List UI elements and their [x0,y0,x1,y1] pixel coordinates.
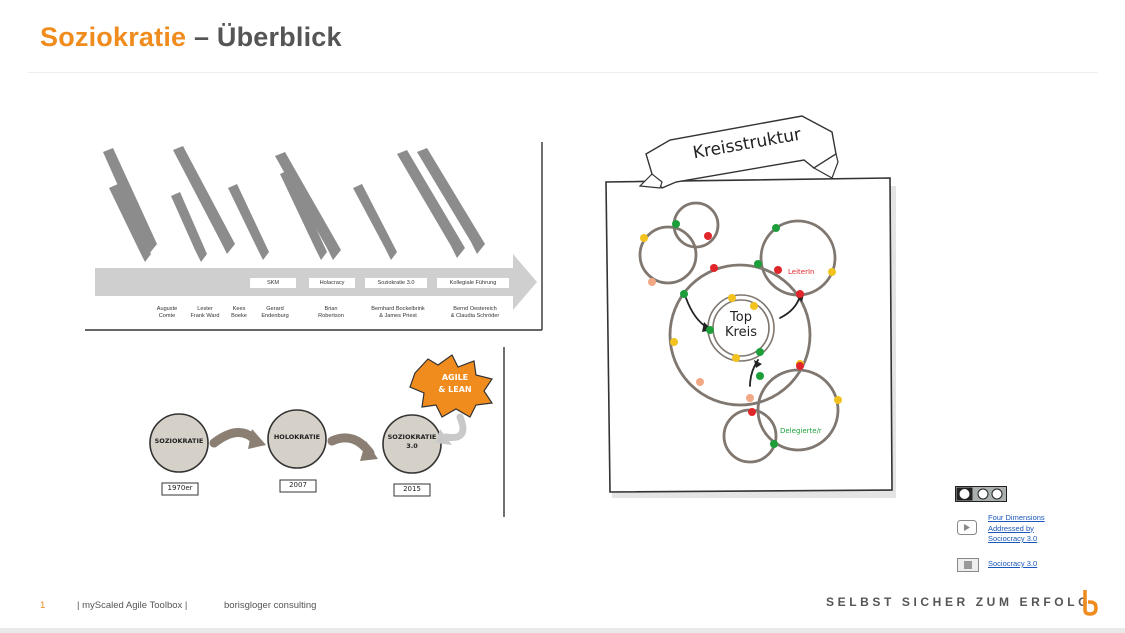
step-soziokratie: SOZIOKRATIE [154,437,204,445]
top-kreis-line2: Kreis [725,325,757,340]
person-bockelbrink: Bernhard Bockelbrink& James Priest [371,306,425,319]
web-page-icon[interactable] [957,558,979,572]
stage-label-skm: SKM [250,278,296,288]
stage-label-s3: Soziokratie 3.0 [365,278,427,288]
badge-lean: & LEAN [438,385,472,394]
year-1970: 1970er [167,484,193,492]
stage-label-kollegiale: Kollegiale Führung [437,278,509,288]
badge-agile: AGILE [441,373,469,382]
top-kreis-line1: Top [730,310,752,325]
footer-toolbox: | myScaled Agile Toolbox | [77,600,188,611]
title-divider [28,72,1098,73]
step-holokratie: HOLOKRATIE [273,433,321,441]
circle-structure-diagram: Kreisstruktur Top Kreis LeiterIn Delegie… [600,110,900,505]
timeline-diagram: SKM Holacracy Soziokratie 3.0 Kollegiale… [85,140,545,335]
delegate-label: Delegierte/r [780,427,822,435]
year-2015: 2015 [403,485,421,493]
slogan: SELBST SICHER ZUM ERFOLG [826,595,1092,609]
title-accent: Soziokratie [40,22,187,52]
page-number: 1 [40,600,46,611]
footer: 1 | myScaled Agile Toolbox | borisgloger… [0,595,1125,619]
person-oestereich: Bernd Oestereich& Claudia Schröder [450,306,500,319]
page-title: Soziokratie – Überblick [40,22,342,53]
footer-company: borisgloger consulting [224,600,317,611]
stage-label-holacracy: Holacracy [309,278,355,288]
circle-structure-graphic [605,115,896,498]
bottom-bar [0,628,1125,633]
link-sociocracy[interactable]: Sociocracy 3.0 [988,559,1038,568]
video-icon[interactable] [957,520,977,536]
cc-license-icon [955,486,1007,502]
evolution-diagram: SOZIOKRATIE HOLOKRATIE SOZIOKRATIE 3.0 1… [140,345,510,520]
evolution-graphic [149,347,505,517]
step-s3: SOZIOKRATIE 3.0 [387,433,437,450]
company-logo-icon [1083,590,1098,616]
leader-label: LeiterIn [788,268,815,276]
year-2007: 2007 [289,481,307,489]
title-rest: – Überblick [186,22,342,52]
